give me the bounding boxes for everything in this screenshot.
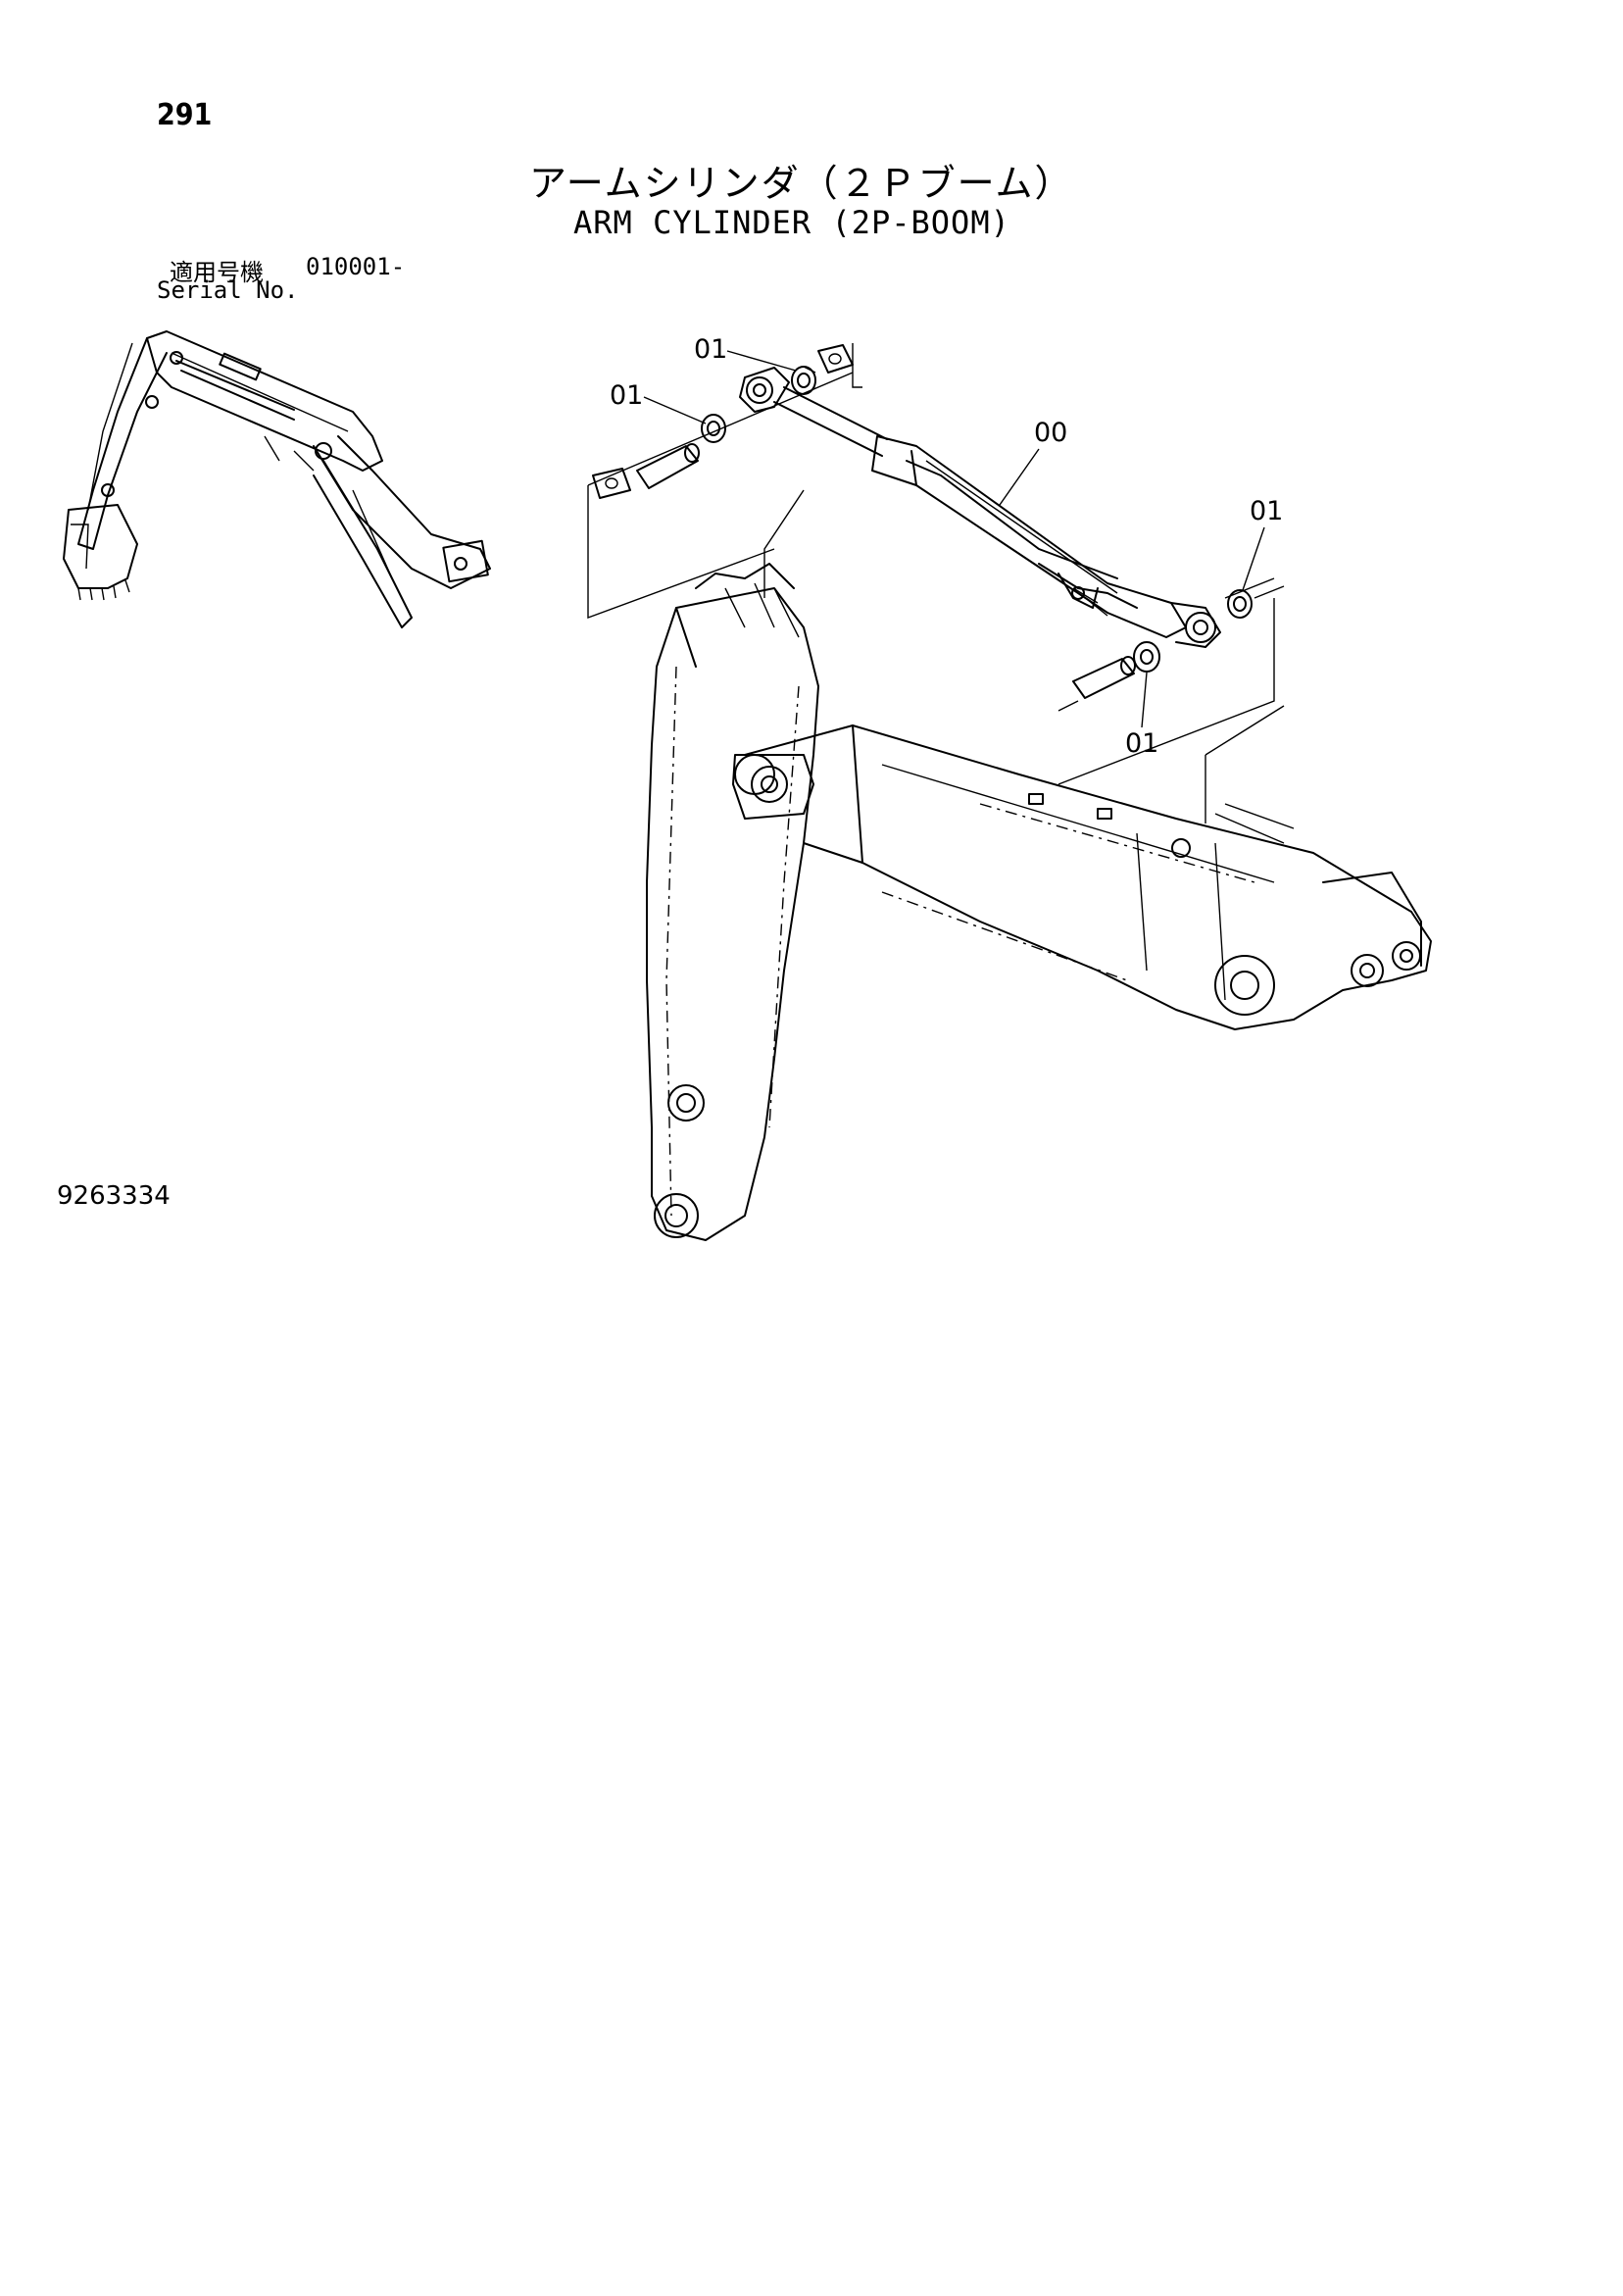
callout-label: 01: [1250, 496, 1283, 526]
callout-left-bushing: 01: [610, 380, 707, 424]
boom-drawing: [646, 489, 1432, 1241]
serial-label-japanese: 適用号機: [170, 259, 264, 286]
callout-label: 01: [610, 380, 643, 411]
callout-label: 00: [1034, 418, 1067, 448]
bushings-and-pins: [592, 344, 1285, 712]
callout-bottom-bushing: 01: [1125, 672, 1158, 759]
page-number: 291: [157, 98, 213, 132]
callout-right-bushing: 01: [1242, 496, 1283, 591]
callout-top-left-bushing: 01: [694, 334, 797, 372]
callout-label: 01: [694, 334, 727, 365]
arm-cylinder-drawing: [739, 367, 1221, 648]
exploded-view-frames: [587, 343, 1275, 785]
drawing-number: 9263334: [57, 1181, 171, 1211]
serial-label-english: Serial No.: [157, 276, 299, 304]
serial-number-value: 010001-: [306, 253, 406, 280]
page-title-japanese: アームシリンダ（２Ｐブーム）: [529, 162, 1074, 205]
page-title-english: ARM CYLINDER (2P-BOOM): [573, 204, 1010, 241]
callout-label: 01: [1125, 728, 1158, 759]
excavator-thumbnail-drawing: [63, 330, 491, 628]
callout-cylinder: 00: [999, 418, 1067, 506]
